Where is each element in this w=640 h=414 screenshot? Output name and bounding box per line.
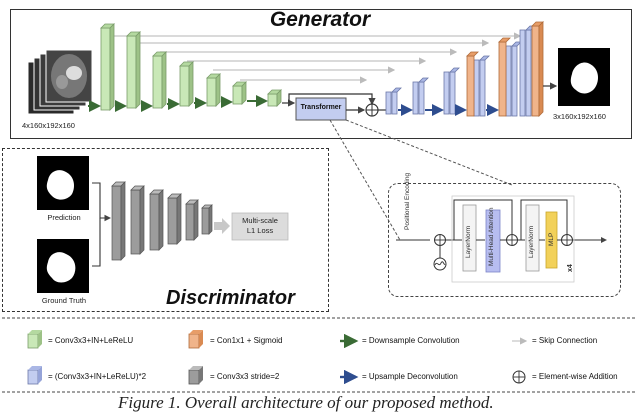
loss-label-line2: L1 Loss [246,226,274,235]
loss-arrow [214,218,230,234]
layernorm-1-label: LayerNorm [465,225,472,258]
decoder-blocks [385,25,536,117]
attention-label: Multi-Head Attention [488,207,495,266]
input-dims-label: 4x160x192x160 [22,121,75,130]
output-mask [558,48,610,106]
legend-downsample-text: = Downsample Convolution [362,336,460,345]
prediction-label: Prediction [47,213,81,222]
loss-label-line1: Multi-scale [242,216,278,225]
transformer-block [295,97,347,121]
figure-caption: Figure 1. Overall architecture of our pr… [118,393,494,412]
legend-green-text: = Conv3x3+IN+LeReLU [48,336,134,345]
generator-title: Generator [269,8,371,31]
layernorm-1-block [462,204,477,272]
repeat-label: x4 [567,264,574,272]
output-conv-blocks [466,21,544,117]
prediction-mask [37,156,89,210]
transformer-detail-diagram [396,195,607,283]
discriminator-blocks [111,181,213,261]
discriminator-title: Discriminator [166,287,295,309]
skip-connections [108,32,522,84]
output-dims-label: 3x160x192x160 [553,112,606,121]
discriminator-panel [2,148,329,312]
transformer-label: Transformer [300,104,342,111]
legend-blue-text: = (Conv3x3+IN+LeReLU)*2 [48,372,147,381]
attention-block [485,209,501,273]
ground-truth-label: Ground Truth [41,296,87,305]
layernorm-2-block [525,204,540,272]
detail-link-a [329,119,401,241]
detail-link-b [345,119,513,186]
legend-orange-text: = Con1x1 + Sigmoid [210,336,283,345]
loss-box [231,212,289,241]
legend-skip-text: = Skip Connection [532,336,598,345]
loss-label: Multi-scale L1 Loss [232,216,288,236]
generator-panel [10,9,632,139]
mlp-label: MLP [548,232,555,246]
legend-addition-text: = Element-wise Addition [532,372,618,381]
legend-upsample-text: = Upsample Deconvolution [362,372,458,381]
input-mri-stack [27,49,93,115]
addition-node [365,103,379,117]
downsample-arrows [88,95,268,112]
positional-encoding-label: Positional Encoding [404,172,411,230]
encoder-blocks [100,23,282,111]
legend-swatches [27,330,528,385]
ground-truth-mask [37,239,89,293]
layernorm-2-label: LayerNorm [528,225,535,258]
legend-gray-text: = Conv3x3 stride=2 [210,372,280,381]
transformer-detail-panel [388,183,621,297]
